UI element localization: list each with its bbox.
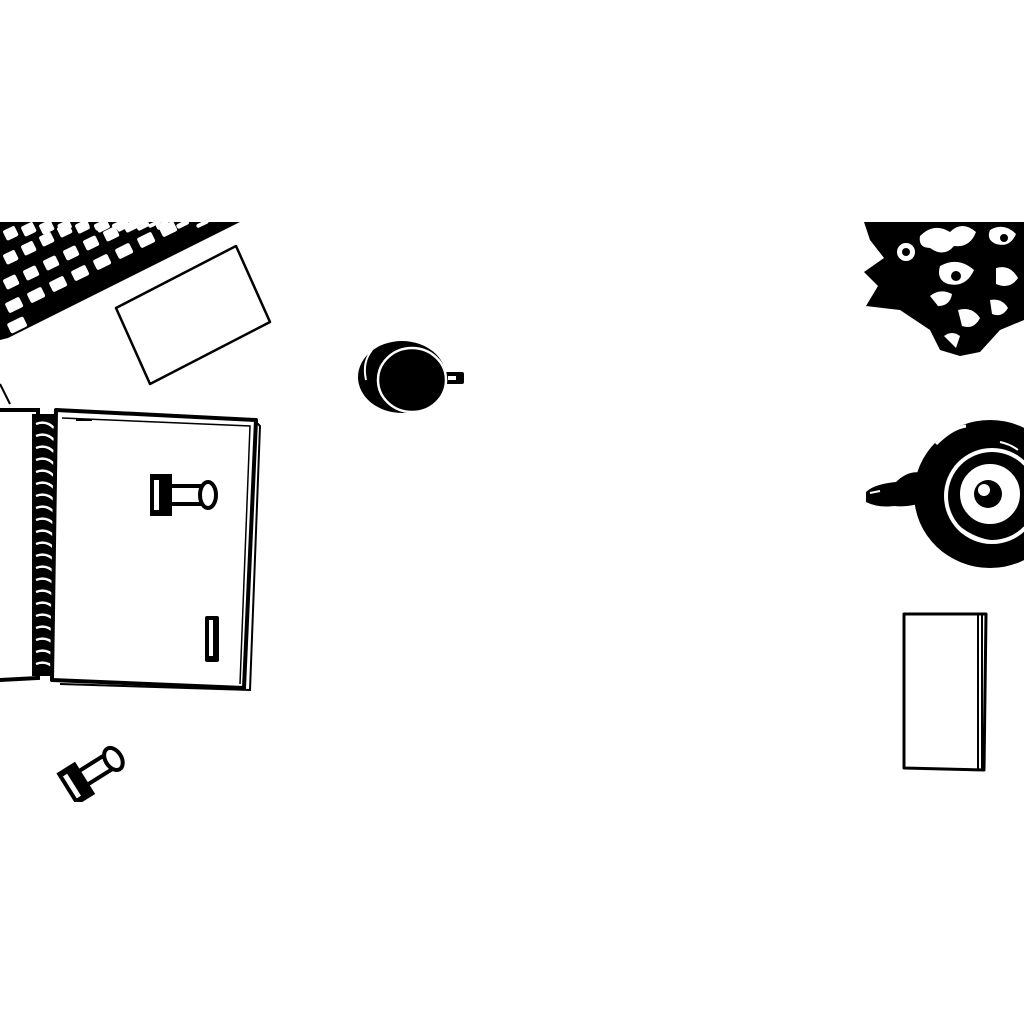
closed-notebook-icon: [902, 612, 988, 772]
desk-objects-band: [0, 222, 1024, 802]
coffee-cup-icon: [358, 341, 464, 414]
flowers-icon: [864, 222, 1024, 356]
laptop-icon: [0, 222, 272, 405]
binder-clip-icon: [56, 745, 125, 802]
teapot-icon: [866, 420, 1024, 568]
spiral-notebook-icon: [0, 408, 262, 692]
binder-clip-on-notebook-icon: [150, 474, 218, 516]
